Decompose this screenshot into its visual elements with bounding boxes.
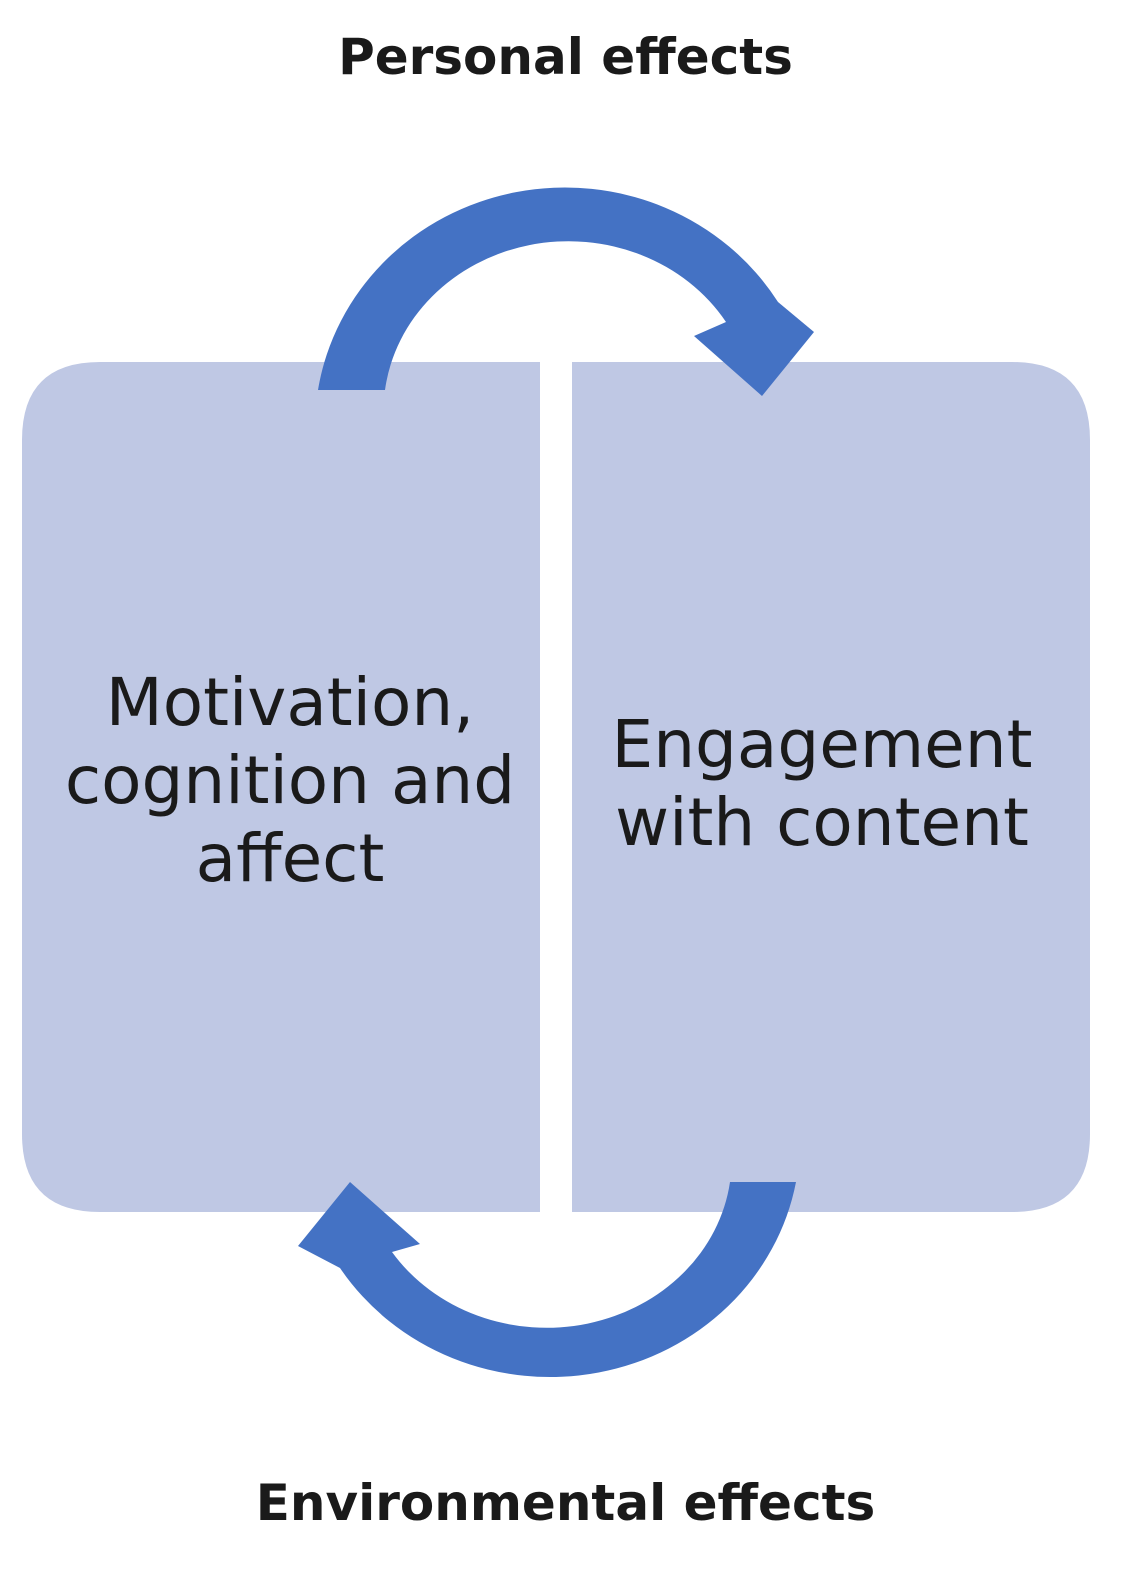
top-cycle-arrow [318,187,814,396]
right-box [572,362,1090,1212]
motivation-cognition-affect-label: Motivation, cognition and affect [64,664,516,897]
bottom-cycle-arrow [298,1182,796,1378]
personal-effects-label: Personal effects [338,28,793,86]
left-box [22,362,540,1212]
environmental-effects-label: Environmental effects [255,1474,876,1532]
engagement-with-content-label: Engagement with content [611,706,1033,861]
